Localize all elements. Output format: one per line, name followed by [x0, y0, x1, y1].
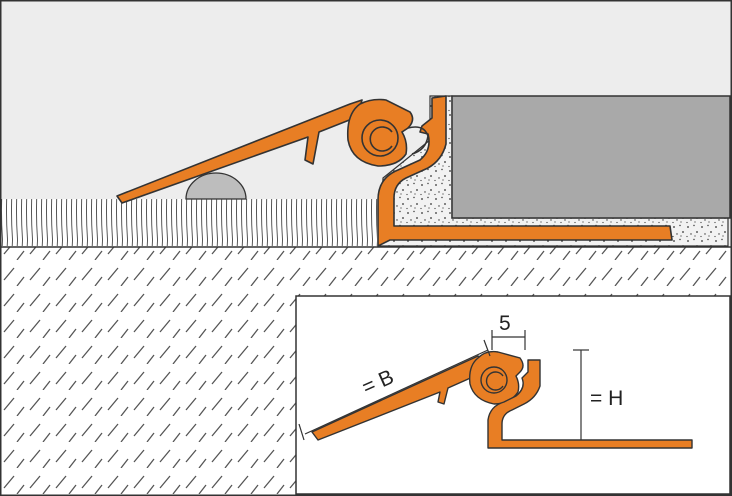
clip-socket-opening — [369, 126, 393, 152]
ramp-profile-arm — [116, 99, 363, 204]
support-cushion — [185, 172, 247, 200]
inset-base-profile — [487, 359, 693, 449]
ceramic-tile — [451, 95, 731, 219]
inset-clip-socket — [480, 366, 508, 394]
dimension-b-tick-start — [298, 423, 305, 441]
base-receiver-hook — [407, 126, 429, 155]
dimension-b-tick-end — [483, 339, 491, 357]
base-profile — [377, 95, 673, 247]
dimension-5-label: 5 — [499, 312, 511, 335]
dimension-b-line — [304, 349, 489, 435]
carpet-fibres — [1, 199, 377, 246]
inset-clip-opening — [485, 371, 504, 391]
dimension-h-label: = H — [590, 387, 623, 410]
